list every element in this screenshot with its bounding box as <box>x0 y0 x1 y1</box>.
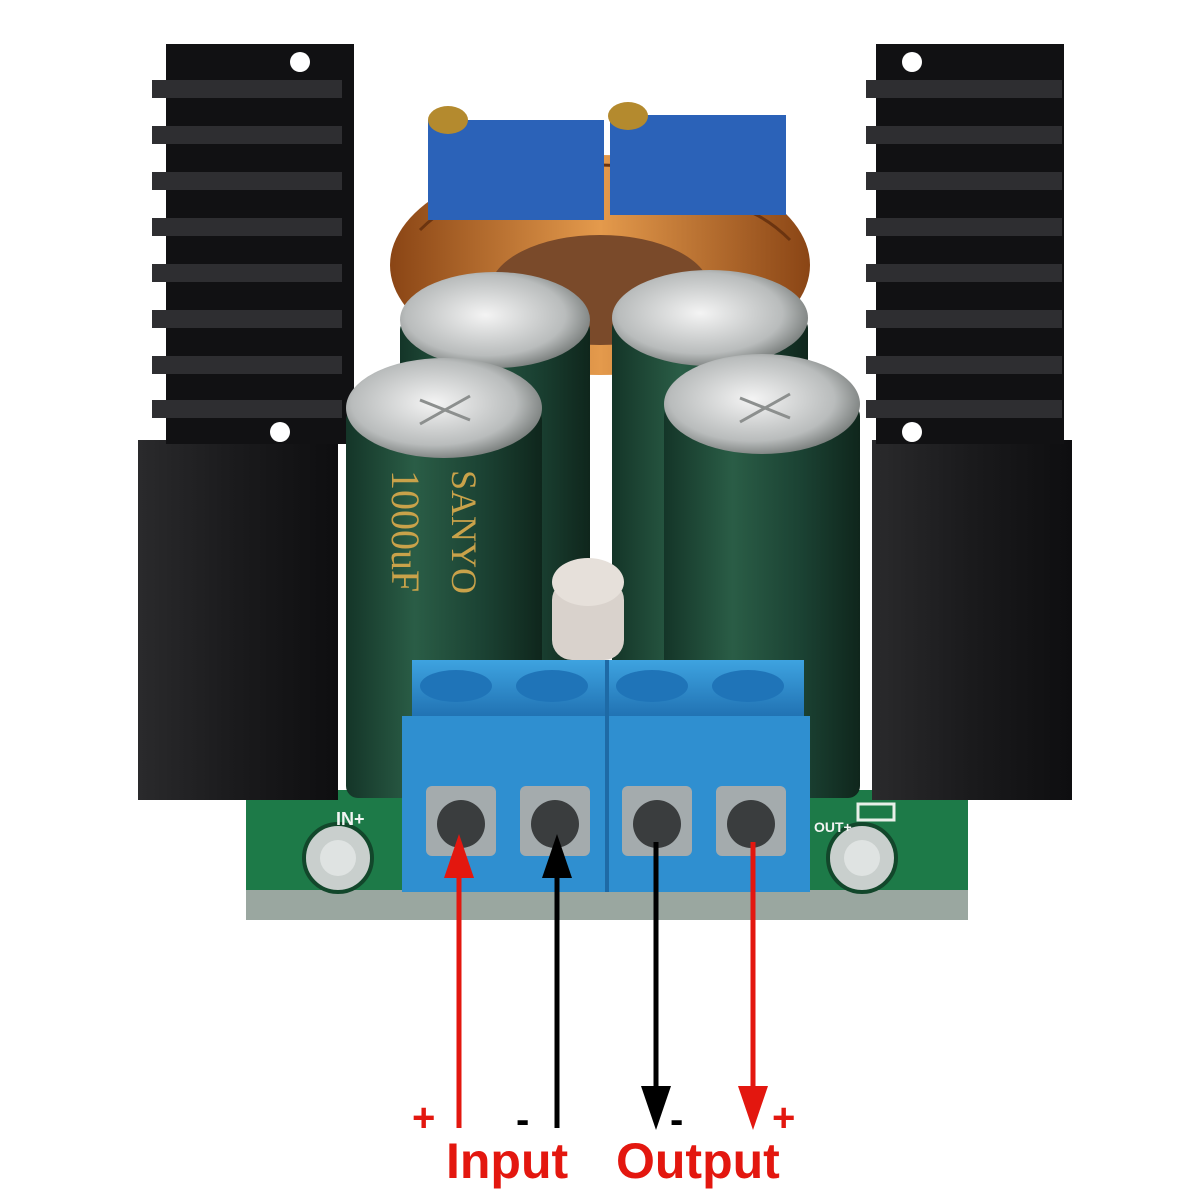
silk-label-output: OUT+ <box>814 819 852 835</box>
terminal-slot-input-minus[interactable] <box>520 786 590 856</box>
output-minus-sign: - <box>670 1098 684 1142</box>
arrow-input-minus <box>542 834 572 1128</box>
potentiometer-left <box>428 106 604 220</box>
arrow-input-plus <box>444 834 474 1128</box>
heatsink-left <box>138 44 354 800</box>
arrow-output-plus <box>738 842 768 1130</box>
capacitor-rating-text: 1000uF <box>383 470 428 592</box>
input-caption: Input <box>446 1133 569 1189</box>
input-plus-sign: + <box>412 1096 436 1140</box>
capacitor-front-left: SANYO 1000uF <box>346 358 542 798</box>
terminal-slot-output-minus[interactable] <box>622 786 692 856</box>
output-caption: Output <box>616 1133 780 1189</box>
output-plus-sign: + <box>772 1096 796 1140</box>
terminal-slot-output-plus[interactable] <box>716 786 786 856</box>
input-minus-sign: - <box>516 1098 530 1142</box>
silk-label-input: IN+ <box>336 809 365 829</box>
capacitor-brand-text: SANYO <box>444 470 484 594</box>
led-indicator <box>552 558 624 660</box>
potentiometer-right <box>608 102 786 215</box>
arrow-output-minus <box>641 842 671 1130</box>
terminal-slot-input-plus[interactable] <box>426 786 496 856</box>
terminal-block <box>402 660 810 892</box>
heatsink-right <box>866 44 1072 800</box>
